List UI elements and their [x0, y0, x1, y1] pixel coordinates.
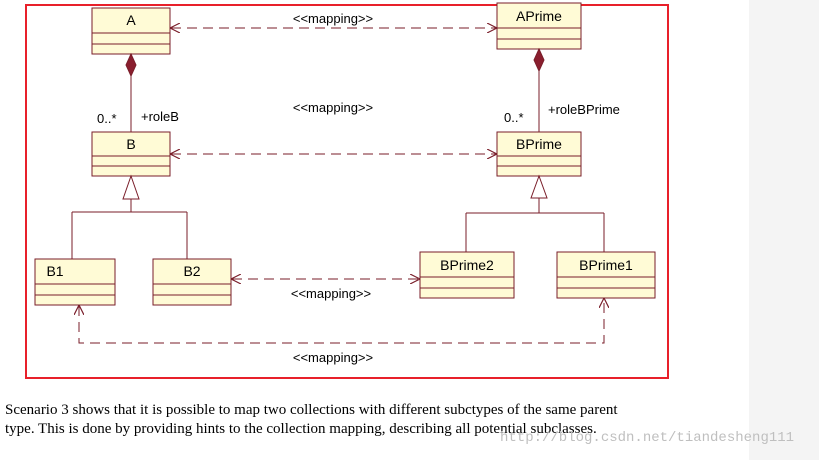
- uml-diagram: A APrime B BPrime B1: [25, 2, 669, 379]
- generalization-bprime: [465, 174, 605, 252]
- mapping-label-middle: <<mapping>>: [293, 100, 373, 115]
- class-bprime2-name: BPrime2: [440, 257, 494, 273]
- class-aprime-name: APrime: [516, 8, 562, 24]
- class-bprime-name: BPrime: [516, 136, 562, 152]
- watermark-text: http://blog.csdn.net/tiandesheng111: [500, 430, 795, 446]
- class-bprime[interactable]: BPrime: [496, 131, 582, 177]
- class-b2-name: B2: [183, 263, 200, 279]
- class-bprime1[interactable]: BPrime1: [556, 251, 656, 299]
- mapping-label-bottom: <<mapping>>: [293, 350, 373, 365]
- diagram-frame: [25, 4, 669, 379]
- class-b1-name: B1: [46, 263, 63, 279]
- mapping-line-b1-bprime1: [79, 299, 604, 344]
- multiplicity-right: 0..*: [504, 110, 524, 125]
- class-b2[interactable]: B2: [152, 258, 232, 306]
- role-label-right: +roleBPrime: [548, 102, 620, 117]
- caption-line-1: Scenario 3 shows that it is possible to …: [5, 402, 618, 418]
- class-bprime1-name: BPrime1: [579, 257, 633, 273]
- class-b-name: B: [126, 136, 135, 152]
- generalization-b: [71, 174, 188, 259]
- page-edge-strip: [749, 0, 819, 460]
- class-a[interactable]: A: [91, 7, 171, 55]
- uml-diagram-canvas: A APrime B BPrime B1: [25, 2, 669, 379]
- class-a-name: A: [126, 12, 136, 28]
- caption-line-2: type. This is done by providing hints to…: [5, 421, 597, 437]
- class-b[interactable]: B: [91, 131, 171, 177]
- composition-aprime-bprime: [533, 47, 545, 132]
- class-b1[interactable]: B1: [34, 258, 116, 306]
- mapping-label-top: <<mapping>>: [293, 11, 373, 26]
- class-bprime2[interactable]: BPrime2: [419, 251, 515, 299]
- caption-paragraph: Scenario 3 shows that it is possible to …: [5, 401, 765, 439]
- mapping-label-lower: <<mapping>>: [291, 286, 371, 301]
- multiplicity-left: 0..*: [97, 111, 117, 126]
- class-aprime[interactable]: APrime: [496, 2, 582, 50]
- composition-a-b: [125, 52, 137, 132]
- role-label-left: +roleB: [141, 109, 179, 124]
